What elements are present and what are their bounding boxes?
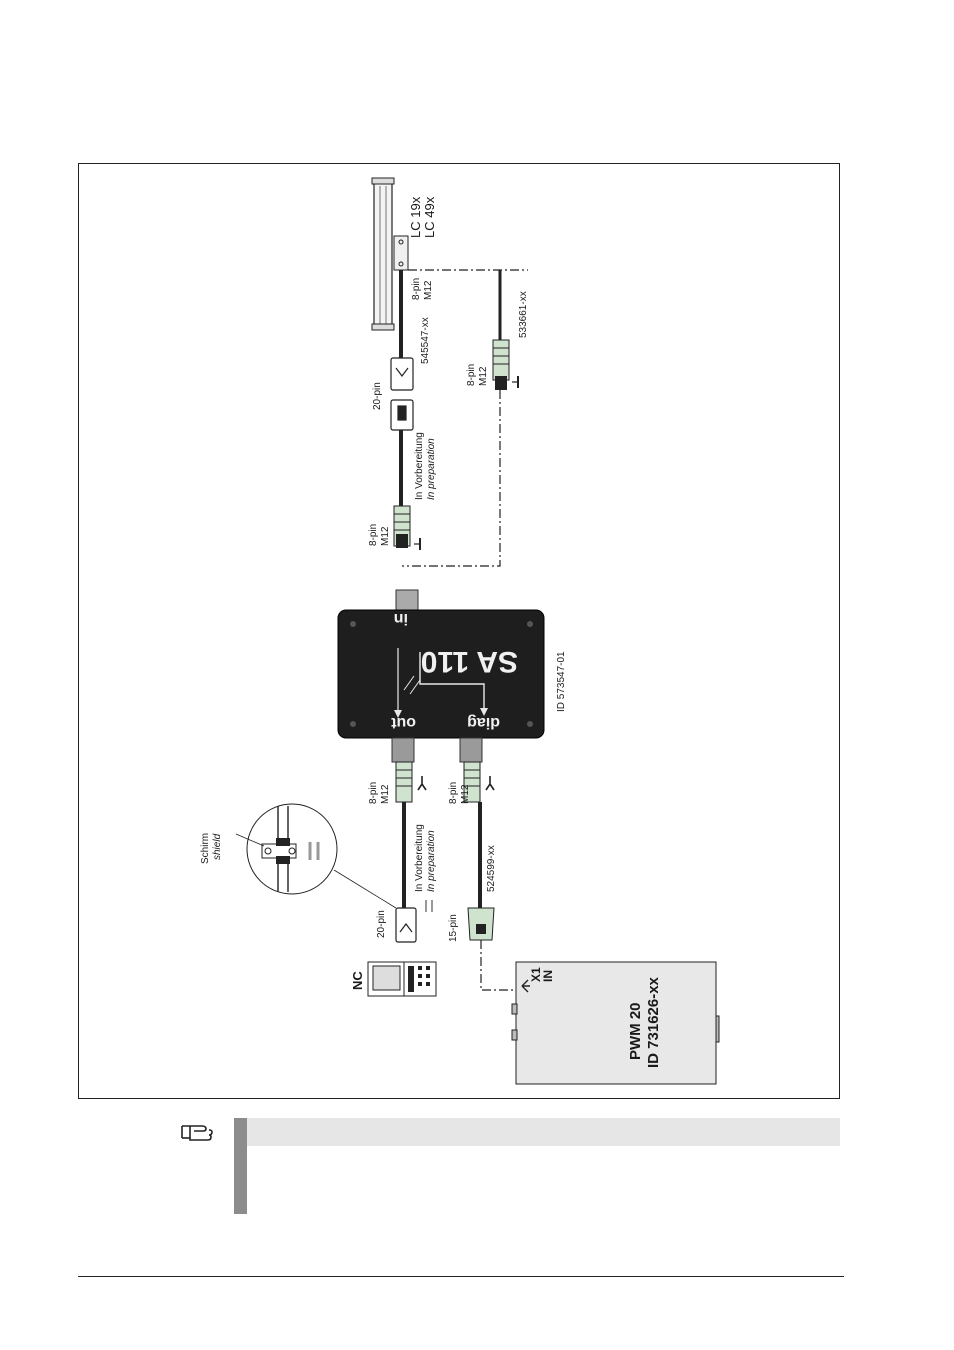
connector-in-side-type: M12 <box>380 526 391 546</box>
connector-m12-out <box>395 761 427 803</box>
pwm-connector-15pin <box>467 907 495 941</box>
pwm-connector-pins: 15-pin <box>448 914 459 942</box>
adapter-in-pins: 20-pin <box>372 382 383 410</box>
footer-rule <box>78 1276 844 1277</box>
cable-out-note-en: In preparation <box>426 830 437 892</box>
connector-diag-pins: 8-pin <box>448 782 459 804</box>
nc-connector-20pin <box>395 900 433 943</box>
figure-frame <box>78 163 840 1099</box>
nc-label: NC <box>350 971 365 990</box>
encoder-model-a: LC 19x <box>408 196 423 238</box>
adapter-in-note-de: In Vorbereitung <box>414 432 425 500</box>
nc-control-icon <box>367 961 437 997</box>
shield-detail <box>235 803 397 909</box>
sa110-port-diag: diag <box>467 714 500 731</box>
pwm-name: PWM 20 <box>627 1002 644 1060</box>
connector-diag-type: M12 <box>460 784 471 804</box>
sa110-id: ID 573547-01 <box>556 651 567 712</box>
encoder-model-b: LC 49x <box>422 196 437 238</box>
connector-direct-type: M12 <box>478 366 489 386</box>
shield-label-en: shield <box>212 833 223 860</box>
sa110-name: SA 110 <box>421 645 518 678</box>
sa110-port-in: in <box>394 610 408 627</box>
direct-connection-path <box>402 269 528 567</box>
pwm-port-in: IN <box>541 970 555 982</box>
pwm-port-x1: X1 <box>529 967 543 982</box>
connector-m12-direct <box>492 339 519 390</box>
shield-label-de: Schirm <box>200 833 211 864</box>
connector-in-side-pins: 8-pin <box>368 524 379 546</box>
encoder-connector-pins: 8-pin <box>411 278 422 300</box>
pointing-hand-icon <box>181 1125 213 1141</box>
nc-connector-pins: 20-pin <box>376 910 387 938</box>
cable-diag-id: 524599-xx <box>486 845 497 892</box>
connector-direct-pins: 8-pin <box>466 364 477 386</box>
cable-encoder-adapter-id: 545547-xx <box>420 317 431 364</box>
pwm-id: ID 731626-xx <box>645 976 662 1068</box>
sa110-port-out: out <box>390 714 416 731</box>
note-header-band <box>247 1118 840 1146</box>
sa110-device <box>337 589 545 763</box>
connector-m12-diag <box>463 761 495 803</box>
connector-out-type: M12 <box>380 784 391 804</box>
note-side-bar <box>234 1118 247 1214</box>
cable-direct-id: 533661-xx <box>518 291 529 338</box>
connector-out-pins: 8-pin <box>368 782 379 804</box>
adapter-in-note-en: In preparation <box>426 438 437 500</box>
adapter-20pin-in <box>390 357 414 431</box>
cable-out-note-de: In Vorbereitung <box>414 824 425 892</box>
pwm20-device <box>511 961 720 1085</box>
encoder-connector-type: M12 <box>423 280 434 300</box>
connector-m12-in-side <box>393 505 421 550</box>
